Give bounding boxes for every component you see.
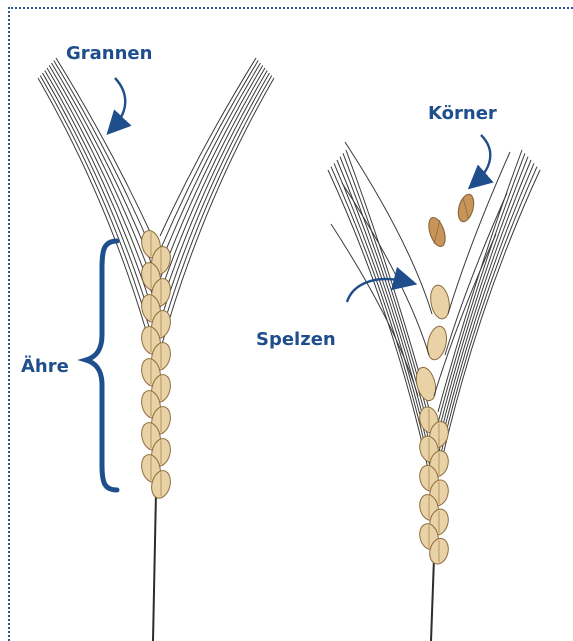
- right-wheat-spike: [328, 142, 540, 641]
- husk: [428, 284, 452, 321]
- awn: [52, 63, 153, 265]
- label-grannen: Grannen: [66, 44, 152, 64]
- loose-grains: [426, 193, 477, 249]
- awn: [438, 170, 540, 478]
- awn: [56, 58, 152, 236]
- label-ahre: Ähre: [21, 357, 69, 377]
- awn: [438, 167, 537, 467]
- stem: [431, 558, 434, 641]
- label-spelzen: Spelzen: [256, 330, 336, 350]
- curved-arrow-icon: [113, 78, 125, 128]
- left-wheat-spike: [38, 58, 274, 641]
- awn: [328, 170, 430, 478]
- stem: [153, 492, 156, 641]
- husk: [425, 325, 450, 362]
- awn: [38, 78, 152, 351]
- husk: [413, 365, 439, 402]
- awn: [448, 152, 510, 314]
- awn: [160, 63, 261, 265]
- label-korner: Körner: [428, 104, 497, 124]
- curly-brace-icon: [86, 241, 117, 490]
- awn: [160, 66, 263, 280]
- awn: [49, 66, 152, 280]
- awn: [160, 58, 256, 236]
- awn: [160, 78, 274, 351]
- curved-arrow-icon: [475, 135, 490, 183]
